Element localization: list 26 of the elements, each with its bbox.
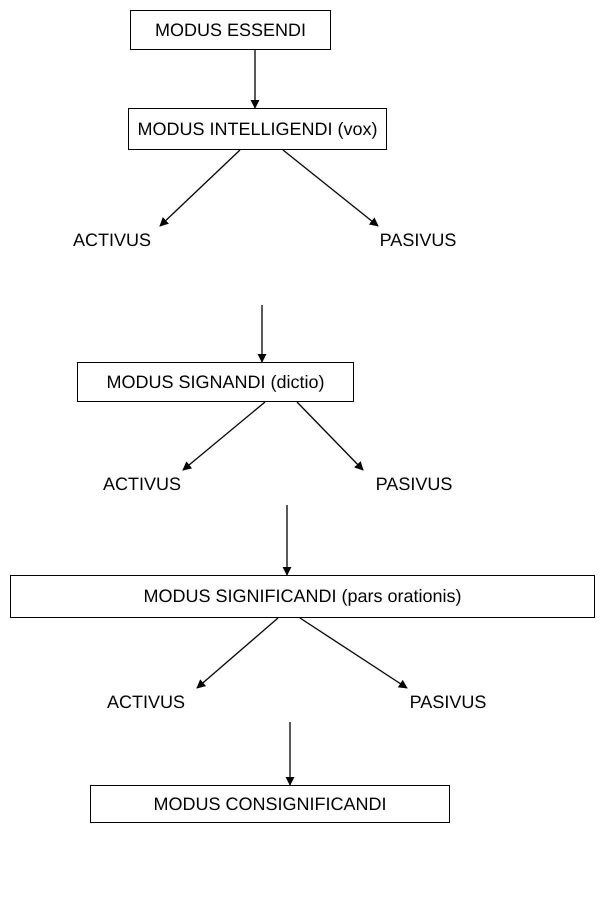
arrow bbox=[258, 305, 266, 363]
process-box bbox=[77, 362, 354, 402]
node-label: PASIVUS bbox=[376, 474, 452, 494]
process-box bbox=[128, 108, 387, 150]
process-box bbox=[10, 575, 595, 618]
box-label: MODUS INTELLIGENDI (vox) bbox=[137, 118, 378, 140]
arrow bbox=[282, 505, 292, 576]
node-label: ACTIVUS bbox=[106, 692, 185, 712]
arrow bbox=[282, 150, 379, 227]
box-label: MODUS SIGNIFICANDI (pars orationis) bbox=[143, 586, 462, 607]
arrow bbox=[300, 617, 408, 689]
arrow bbox=[196, 618, 278, 689]
box-label: MODUS ESSENDI bbox=[154, 20, 306, 40]
process-box bbox=[90, 785, 450, 823]
box-label: MODUS SIGNANDI (dictio) bbox=[106, 372, 325, 392]
arrow bbox=[182, 402, 266, 471]
process-box bbox=[130, 10, 331, 50]
arrow bbox=[159, 150, 240, 227]
node-label: PASIVUS bbox=[380, 230, 456, 250]
node-label: PASIVUS bbox=[410, 692, 486, 712]
box-label: MODUS CONSIGNIFICANDI bbox=[153, 794, 386, 814]
node-label: ACTIVUS bbox=[72, 230, 151, 250]
node-label: ACTIVUS bbox=[102, 474, 181, 494]
arrow bbox=[296, 402, 364, 471]
arrow bbox=[250, 50, 260, 109]
arrow bbox=[286, 722, 294, 786]
